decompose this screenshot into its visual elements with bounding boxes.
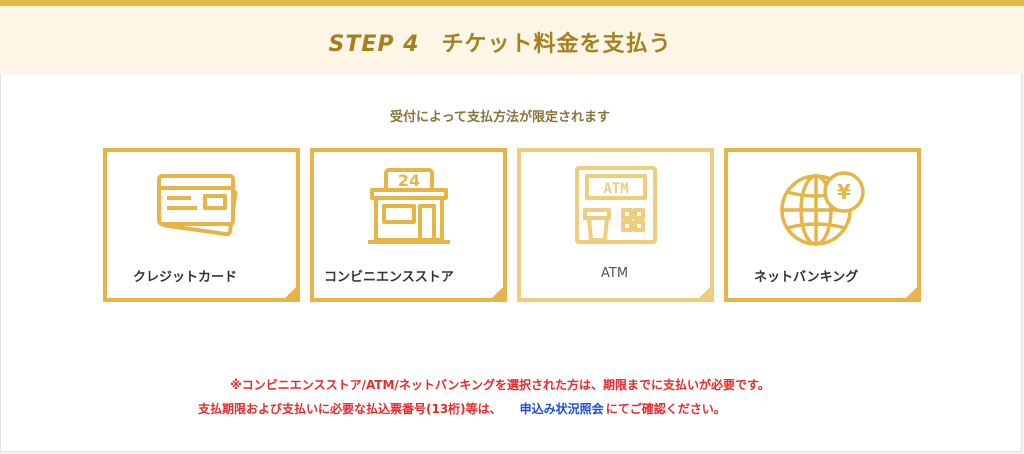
step-header: STEP 4 チケット料金を支払う bbox=[0, 6, 1024, 74]
payment-option-label: コンビニエンスストア bbox=[324, 270, 454, 285]
payment-option-label: ATM bbox=[601, 266, 629, 281]
payment-option-credit-card[interactable]: クレジットカード bbox=[103, 148, 300, 302]
atm-icon: ATM bbox=[574, 166, 657, 244]
application-status-link[interactable]: 申込み状況照会 bbox=[519, 402, 604, 416]
payment-deadline-notice: ※コンビニエンスストア/ATM/ネットバンキングを選択された方は、期限までに支払… bbox=[230, 378, 770, 392]
payment-option-convenience-store[interactable]: 24 コンビニエンスストア bbox=[310, 148, 507, 302]
convenience-store-icon: 24 bbox=[367, 168, 450, 244]
notice-text-prefix: 支払期限および支払いに必要な払込票番号(13桁)等は、 bbox=[198, 402, 502, 416]
store-sign-text: 24 bbox=[397, 171, 419, 190]
yen-sign-text: ¥ bbox=[837, 180, 851, 204]
card-corner-marker bbox=[492, 287, 503, 298]
payment-info-notice: 支払期限および支払いに必要な払込票番号(13桁)等は、 申込み状況照会にてご確認く… bbox=[198, 400, 726, 417]
card-corner-marker bbox=[699, 287, 710, 298]
atm-sign-text: ATM bbox=[603, 181, 628, 197]
card-corner-marker bbox=[906, 287, 917, 298]
payment-option-label: ネットバンキング bbox=[754, 270, 859, 285]
payment-restriction-note: 受付によって支払方法が限定されます bbox=[390, 110, 610, 125]
payment-option-net-banking[interactable]: ¥ ネットバンキング bbox=[724, 148, 921, 302]
top-accent-bar bbox=[0, 0, 1024, 6]
step-title: チケット料金を支払う bbox=[441, 32, 672, 57]
page-title: STEP 4 チケット料金を支払う bbox=[0, 26, 1000, 58]
payment-option-atm[interactable]: ATM ATM bbox=[517, 148, 714, 302]
globe-yen-icon: ¥ bbox=[779, 171, 865, 246]
card-corner-marker bbox=[285, 287, 296, 298]
credit-card-icon bbox=[156, 174, 237, 237]
notice-text-suffix: にてご確認ください。 bbox=[605, 402, 726, 416]
payment-option-label: クレジットカード bbox=[133, 270, 238, 285]
step-label: STEP 4 bbox=[328, 32, 420, 57]
